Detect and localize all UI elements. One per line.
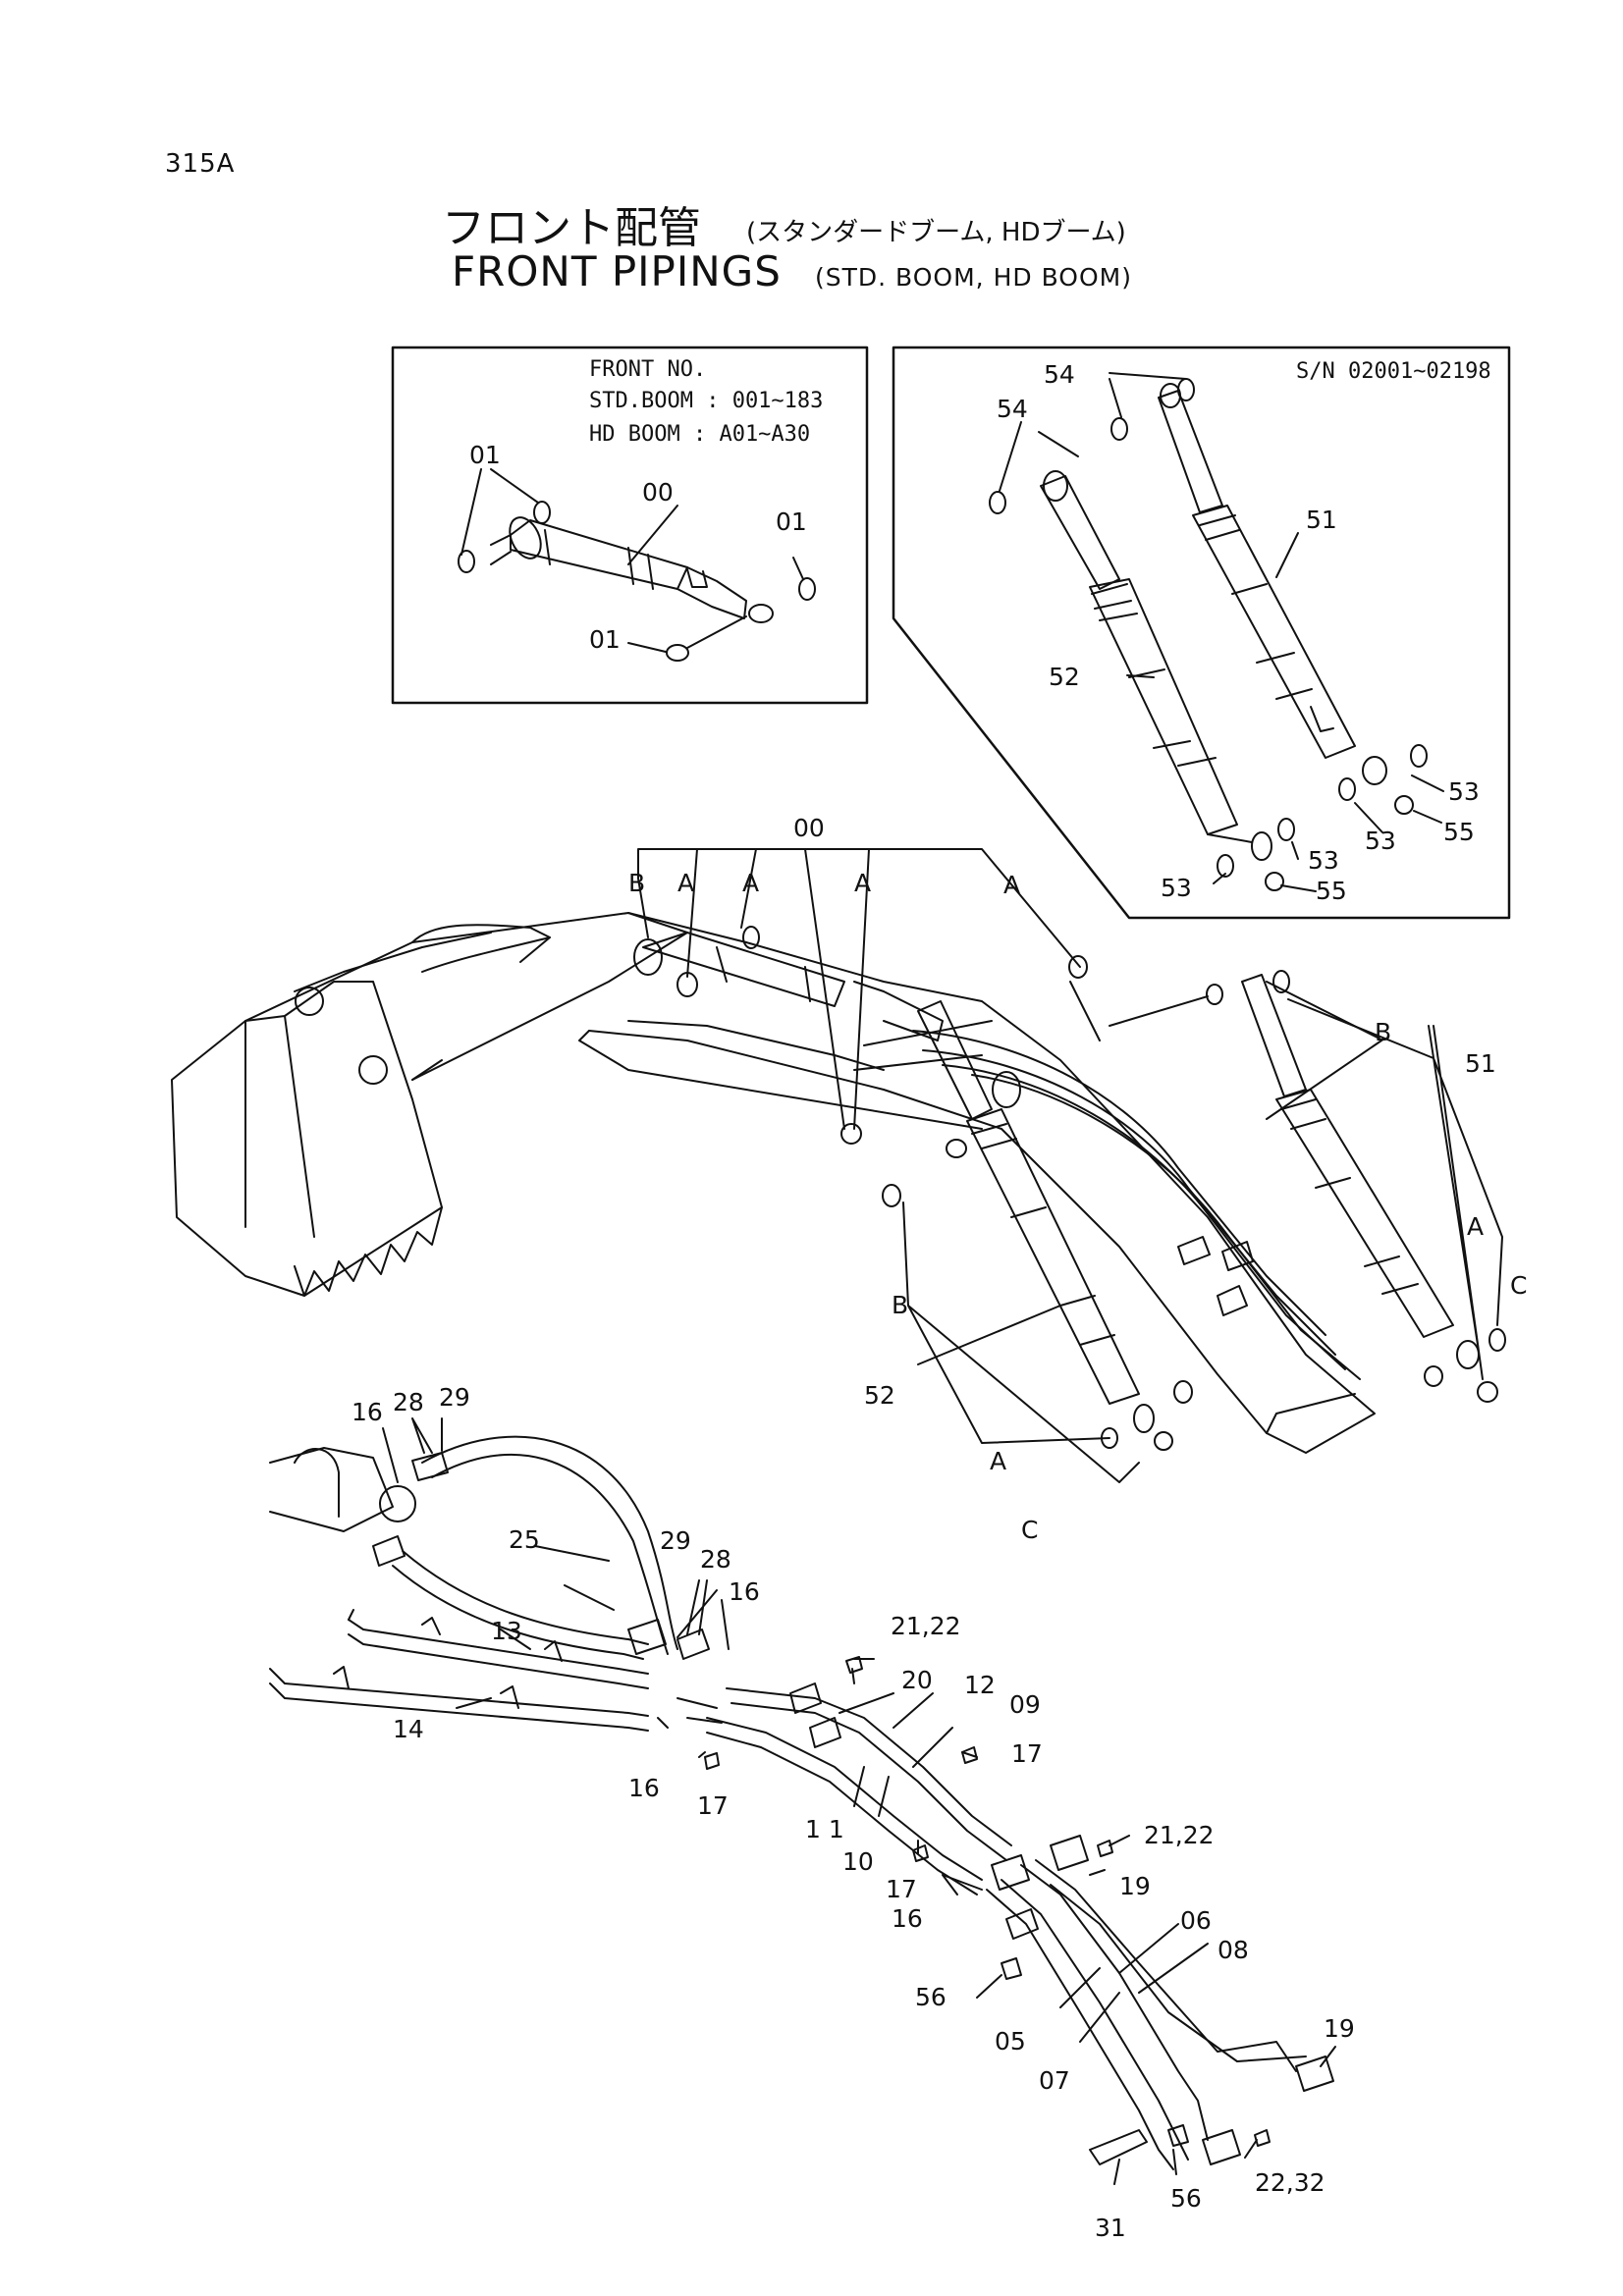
callout-51: 51 [1465, 1049, 1496, 1078]
callout-b: B [892, 1291, 908, 1319]
callout-16: 16 [628, 1774, 660, 1802]
callout-54: 54 [997, 395, 1028, 423]
callout-a: A [677, 869, 694, 897]
callout-53: 53 [1308, 846, 1339, 875]
cylinder-52-drawing [1040, 470, 1272, 861]
callout-56: 56 [915, 1983, 947, 2011]
callout-14: 14 [393, 1715, 424, 1743]
callout-01: 01 [776, 507, 807, 536]
callout-17: 17 [886, 1875, 917, 1903]
callout-08: 08 [1217, 1936, 1249, 1964]
callout-53: 53 [1448, 777, 1480, 806]
boom-and-bucket-drawing [171, 848, 1506, 1483]
callout-06: 06 [1180, 1906, 1212, 1935]
inset-left-box [391, 346, 869, 705]
title-english: FRONT PIPINGS [452, 247, 782, 295]
callout-52: 52 [1049, 663, 1080, 691]
callout-05: 05 [995, 2027, 1026, 2056]
callout-00: 00 [642, 478, 674, 507]
callout-09: 09 [1009, 1690, 1041, 1719]
callout-31: 31 [1095, 2214, 1126, 2242]
callout-01: 01 [589, 625, 621, 654]
serial-range: S/N 02001~02198 [1296, 359, 1491, 384]
title-japanese: フロント配管 [442, 203, 701, 253]
callout-c: C [1510, 1271, 1527, 1300]
cylinder-00-drawing [490, 516, 774, 623]
callout-a: A [854, 869, 871, 897]
callout-16: 16 [352, 1398, 383, 1426]
callout-16: 16 [729, 1577, 760, 1606]
washer-01-c [798, 577, 816, 601]
callout-b: B [628, 869, 645, 897]
washer-01-a [458, 550, 475, 573]
callout-16: 16 [892, 1904, 923, 1933]
callout-25: 25 [509, 1525, 540, 1554]
callout-07: 07 [1039, 2066, 1070, 2095]
callout-51: 51 [1306, 506, 1337, 534]
callout-b: B [1375, 1018, 1391, 1046]
callout-55: 55 [1316, 877, 1347, 905]
callout-55: 55 [1443, 818, 1475, 846]
page-number: 315A [165, 149, 236, 179]
callout-20: 20 [901, 1666, 933, 1694]
callout-00: 00 [793, 814, 825, 842]
callout-56: 56 [1170, 2184, 1202, 2213]
title-english-subtitle: (STD. BOOM, HD BOOM) [815, 263, 1132, 292]
std-boom-range: STD.BOOM : 001~183 [589, 389, 824, 413]
title-japanese-subtitle: (スタンダードブーム, HDブーム) [746, 218, 1126, 247]
callout-28: 28 [700, 1545, 731, 1574]
callout-c: C [1021, 1516, 1038, 1544]
callout-11: 1 1 [805, 1815, 844, 1843]
callout-12: 12 [964, 1671, 996, 1699]
callout-53: 53 [1365, 827, 1396, 855]
callout-53: 53 [1161, 874, 1192, 902]
callout-29: 29 [439, 1383, 470, 1412]
callout-52: 52 [864, 1381, 895, 1410]
callout-17: 17 [1011, 1739, 1043, 1768]
callout-22-32: 22,32 [1255, 2168, 1325, 2197]
callout-19: 19 [1119, 1872, 1151, 1900]
callout-labels: 01 00 01 01 54 54 51 52 53 53 53 53 55 5… [352, 360, 1527, 2242]
washer-01-d [666, 644, 689, 662]
cylinder-51-drawing [1158, 383, 1387, 785]
front-no-label: FRONT NO. [589, 357, 707, 382]
callout-a: A [742, 869, 759, 897]
callout-54: 54 [1044, 360, 1075, 389]
callout-21-22: 21,22 [1144, 1821, 1215, 1849]
callout-29: 29 [660, 1526, 691, 1555]
inset-right-box [892, 346, 1511, 920]
callout-28: 28 [393, 1388, 424, 1416]
callout-a: A [1003, 871, 1020, 899]
hd-boom-range: HD BOOM : A01~A30 [589, 422, 811, 447]
callout-01: 01 [469, 441, 501, 469]
washer-01-b [533, 501, 551, 524]
callout-21-22: 21,22 [891, 1612, 961, 1640]
callout-17: 17 [697, 1791, 729, 1820]
piping-assembly-drawing [269, 1417, 1336, 2185]
callout-a: A [990, 1447, 1006, 1475]
callout-13: 13 [491, 1617, 522, 1645]
callout-a: A [1467, 1212, 1484, 1241]
callout-10: 10 [842, 1847, 874, 1876]
callout-19: 19 [1324, 2014, 1355, 2043]
